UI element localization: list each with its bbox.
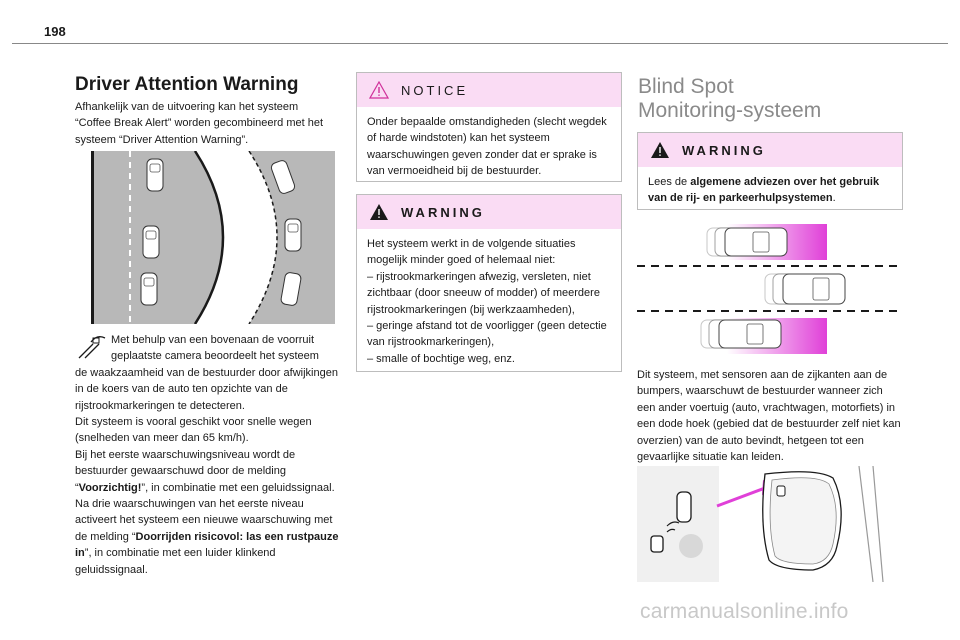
top-divider	[12, 43, 948, 44]
speed-paragraph: Dit systeem is vooral geschikt voor snel…	[75, 416, 312, 445]
warning-intro: Het systeem werkt in de volgende situati…	[367, 238, 576, 267]
mirror-indicator-illustration	[637, 466, 884, 582]
camera-paragraph-rest: de waakzaamheid van de bestuurder door a…	[75, 366, 338, 412]
section-title-driver-attention: Driver Attention Warning	[75, 74, 299, 95]
watermark: carmanualsonline.info	[640, 600, 849, 623]
message-voorzichtig: Voorzichtig!	[78, 481, 142, 494]
warning-triangle-icon	[651, 142, 669, 158]
warning-label: WARNING	[401, 204, 485, 220]
warning-label: WARNING	[682, 142, 766, 158]
camera-paragraph-first: Met behulp van een bovenaan de voorruit …	[111, 334, 319, 363]
warning-item: – rijstrookmarkeringen afwezig, verslete…	[367, 270, 600, 316]
warning-box-advice: WARNING Lees de algemene adviezen over h…	[637, 132, 903, 210]
warning-header: WARNING	[638, 133, 902, 167]
notice-triangle-icon	[369, 81, 389, 99]
blind-spot-description: Dit systeem, met sensoren aan de zijkant…	[637, 369, 901, 464]
warning-header: WARNING	[357, 195, 621, 229]
second-level-paragraph: Na drie waarschuwingen van het eerste ni…	[75, 498, 339, 576]
warning-box-lane: WARNING Het systeem werkt in de volgende…	[356, 194, 622, 372]
blind-spot-illustration	[637, 224, 899, 354]
first-level-paragraph: Bij het eerste waarschuwingsniveau wordt…	[75, 448, 335, 494]
page-number: 198	[44, 24, 66, 39]
warning-item: – smalle of bochtige weg, enz.	[367, 352, 515, 365]
notice-label: NOTICE	[401, 82, 469, 98]
section-title-blind-spot: Blind Spot Monitoring-systeem	[638, 75, 822, 122]
car-icon	[140, 158, 302, 306]
camera-description: Met behulp van een bovenaan de voorruit …	[75, 332, 340, 578]
camera-icon	[78, 336, 106, 359]
warning-body: Het systeem werkt in de volgende situati…	[357, 229, 621, 367]
warning-advice-text: Lees de algemene adviezen over het gebru…	[648, 176, 880, 205]
warning-triangle-icon	[370, 204, 388, 220]
notice-box: NOTICE Onder bepaalde omstandigheden (sl…	[356, 72, 622, 182]
warning-item: – geringe afstand tot de voorligger (gee…	[367, 320, 607, 349]
notice-header: NOTICE	[357, 73, 621, 107]
message-rustpauze: Doorrijden risicovol: las een rustpauze …	[75, 530, 339, 560]
intro-paragraph: Afhankelijk van de uitvoering kan het sy…	[75, 101, 324, 146]
lane-drift-illustration	[75, 151, 335, 324]
notice-text: Onder bepaalde omstandigheden (slecht we…	[367, 116, 607, 178]
